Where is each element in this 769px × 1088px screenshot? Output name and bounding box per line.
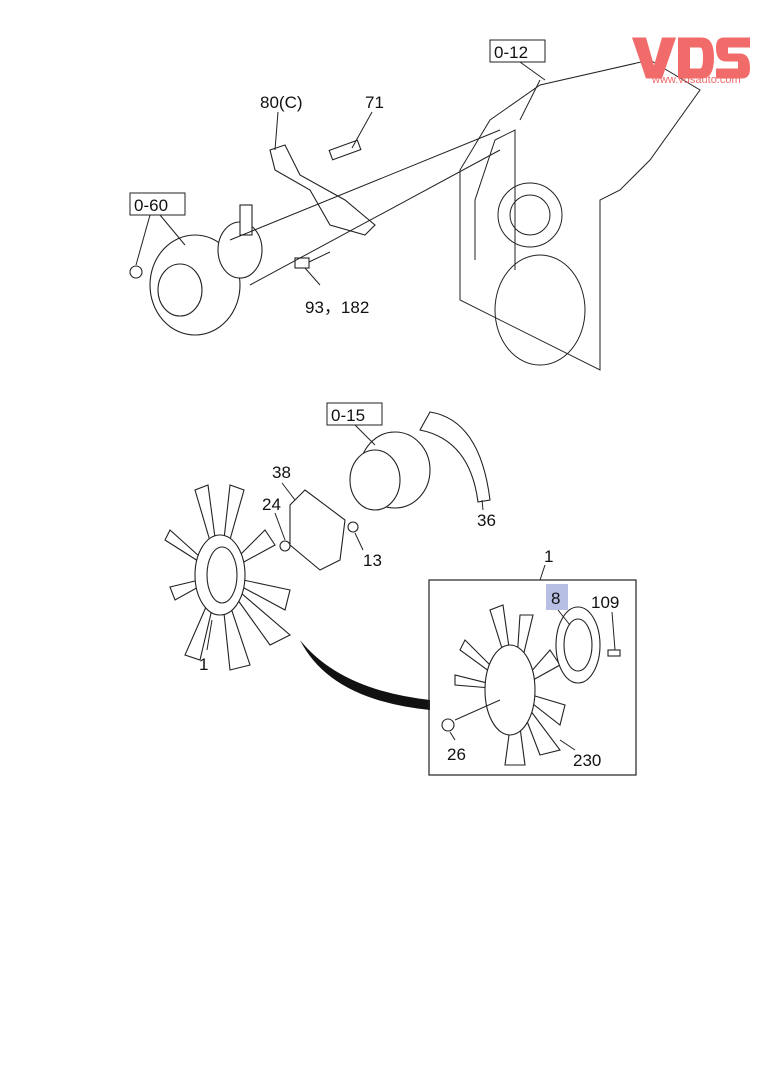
ref-box-0-15[interactable] bbox=[326, 402, 383, 426]
callout-109[interactable]: 109 bbox=[591, 593, 619, 612]
vds-logo bbox=[632, 37, 750, 79]
callout-80c[interactable]: 80(C) bbox=[260, 93, 303, 112]
callout-ref-0-12[interactable]: 0-12 bbox=[494, 43, 528, 62]
alternator-assembly bbox=[129, 129, 501, 336]
callout-93-182[interactable]: 93，182 bbox=[305, 298, 369, 317]
callout-ref-0-15[interactable]: 0-15 bbox=[331, 406, 365, 425]
leader-lines bbox=[135, 61, 616, 751]
callout-ref-0-60[interactable]: 0-60 bbox=[134, 196, 168, 215]
callout-36[interactable]: 36 bbox=[477, 511, 496, 530]
detail-inset-frame bbox=[428, 579, 637, 776]
ref-box-0-12[interactable] bbox=[489, 39, 546, 63]
highlight-part-8[interactable] bbox=[546, 584, 568, 610]
callout-24[interactable]: 24 bbox=[262, 495, 281, 514]
callout-8[interactable]: 8 bbox=[551, 589, 560, 608]
callout-1-inset[interactable]: 1 bbox=[544, 547, 553, 566]
vds-url[interactable]: www.vdsauto.com bbox=[652, 74, 741, 86]
callout-71[interactable]: 71 bbox=[365, 93, 384, 112]
callout-230[interactable]: 230 bbox=[573, 751, 601, 770]
callout-1-main[interactable]: 1 bbox=[199, 655, 208, 674]
callout-26[interactable]: 26 bbox=[447, 745, 466, 764]
callout-13[interactable]: 13 bbox=[363, 551, 382, 570]
inset-fan-clutch bbox=[441, 604, 621, 766]
pulley-assembly bbox=[279, 411, 491, 571]
ref-box-0-60[interactable] bbox=[129, 192, 186, 216]
cooling-fan bbox=[164, 484, 430, 710]
callout-38[interactable]: 38 bbox=[272, 463, 291, 482]
engine-block bbox=[459, 59, 701, 371]
